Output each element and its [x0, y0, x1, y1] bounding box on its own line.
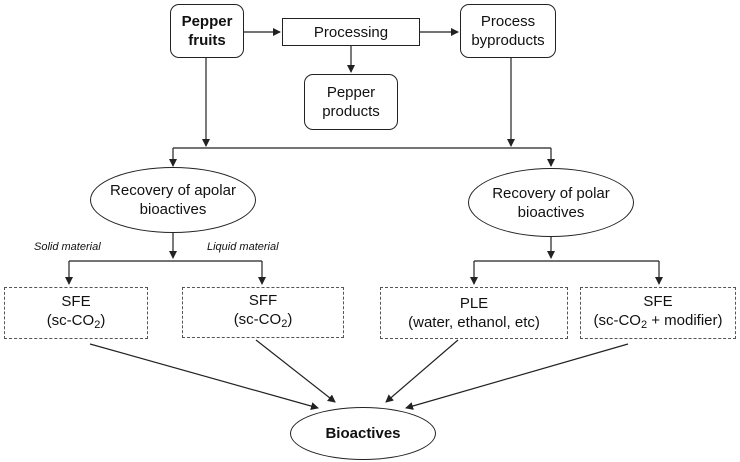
processing-label: Processing	[313, 23, 389, 41]
sff-node: SFF (sc-CO2)	[182, 287, 344, 338]
pepper-products-line2: products	[322, 103, 380, 120]
sfe-left-node: SFE (sc-CO2)	[4, 287, 148, 339]
recovery-apolar-line2: bioactives	[139, 201, 207, 218]
processing-node: Processing	[282, 18, 420, 46]
pepper-products-node: Pepper products	[304, 74, 398, 130]
process-byproducts-node: Process byproducts	[460, 4, 556, 58]
sfe-left-line1: SFE	[61, 292, 91, 310]
bioactives-label: Bioactives	[325, 425, 401, 442]
recovery-polar-line2: bioactives	[517, 203, 585, 221]
recovery-polar-node: Recovery of polar bioactives	[468, 168, 634, 237]
sfe-right-node: SFE (sc-CO2 + modifier)	[580, 287, 736, 339]
ple-line2: (water, ethanol, etc)	[408, 314, 540, 331]
sfe-left-line2: (sc-CO2)	[46, 311, 106, 331]
recovery-apolar-line1: Recovery of apolar	[110, 182, 236, 199]
ple-node: PLE (water, ethanol, etc)	[380, 287, 568, 339]
pepper-fruits-line1: Pepper	[181, 13, 233, 30]
sff-line1: SFF	[248, 292, 278, 309]
arrow-sfe-left-to-bioactives	[89, 343, 319, 410]
solid-material-label: Solid material	[34, 241, 101, 253]
sfe-right-line2: (sc-CO2 + modifier)	[593, 311, 723, 331]
liquid-material-label: Liquid material	[207, 241, 279, 253]
process-byproducts-line2: byproducts	[471, 32, 545, 49]
arrow-sfe-right-to-bioactives	[405, 343, 629, 410]
pepper-fruits-line2: fruits	[188, 32, 226, 49]
sff-line2: (sc-CO2)	[233, 311, 293, 330]
pepper-products-line1: Pepper	[326, 84, 376, 101]
bioactives-node: Bioactives	[290, 407, 436, 460]
sfe-right-line1: SFE	[643, 292, 673, 310]
recovery-polar-line1: Recovery of polar	[492, 184, 610, 202]
arrow-sff-to-bioactives	[255, 339, 336, 403]
recovery-apolar-node: Recovery of apolar bioactives	[90, 167, 256, 233]
ple-line1: PLE	[459, 295, 489, 312]
process-byproducts-line1: Process	[480, 13, 536, 30]
arrow-ple-to-bioactives	[385, 339, 459, 403]
pepper-fruits-node: Pepper fruits	[170, 4, 244, 58]
